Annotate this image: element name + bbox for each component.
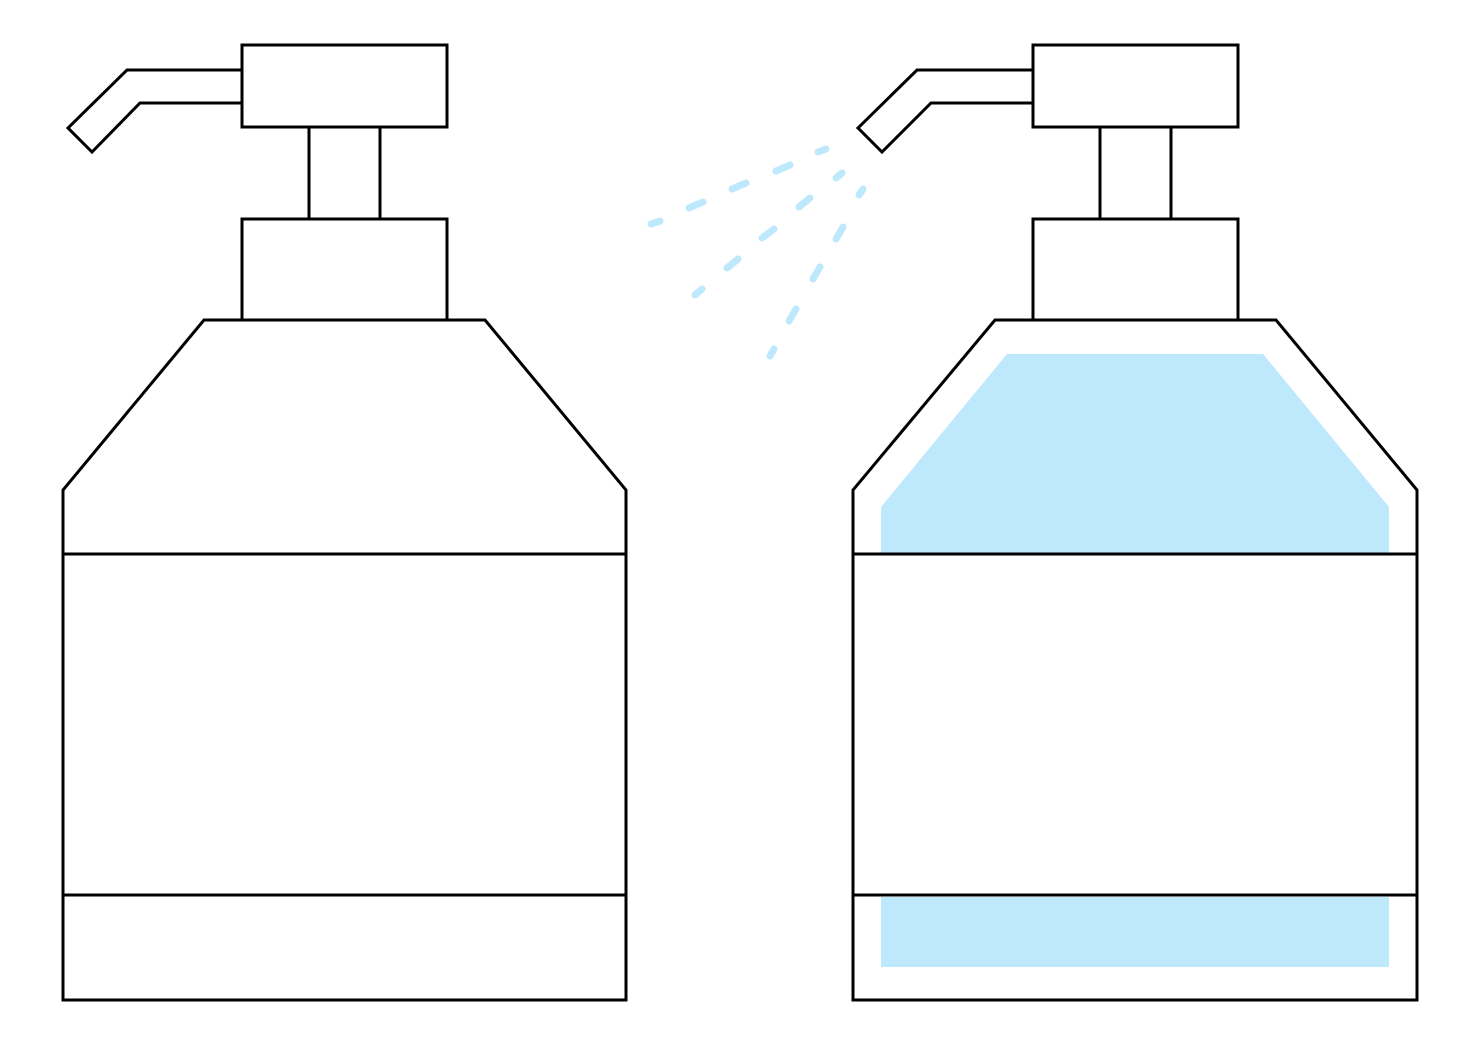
spray-droplet [772, 161, 794, 175]
spray-droplet [723, 255, 742, 272]
bottle-collar [240, 217, 449, 322]
filled-pump-bottle [851, 43, 1419, 1002]
pump-head [240, 43, 449, 129]
bottle-label-band [851, 552, 1419, 897]
pump-stem [307, 125, 382, 221]
spray-droplet [832, 169, 846, 182]
liquid-fill-lower [881, 897, 1389, 967]
spray-droplet [814, 145, 830, 156]
spray-droplet [809, 263, 824, 283]
bottle-collar [1031, 217, 1240, 322]
spray-droplet [691, 285, 706, 299]
liquid-fill-upper [881, 354, 1389, 554]
spray-droplet [758, 225, 778, 242]
bottle-label-band [61, 552, 628, 897]
spray-droplet [832, 223, 847, 243]
spray-droplet [728, 179, 750, 193]
spray-droplet [785, 305, 800, 325]
pump-head [1031, 43, 1240, 129]
spray-droplet [647, 217, 664, 228]
pump-nozzle-spout [855, 68, 1033, 155]
spray-droplet [795, 194, 814, 211]
spray-droplet [685, 198, 707, 212]
pump-nozzle-spout [65, 68, 242, 155]
spray-droplet [766, 345, 778, 360]
spray-mist-icon [647, 145, 867, 360]
spray-droplet [855, 185, 867, 199]
pump-stem [1098, 125, 1173, 221]
empty-pump-bottle [61, 43, 628, 1002]
